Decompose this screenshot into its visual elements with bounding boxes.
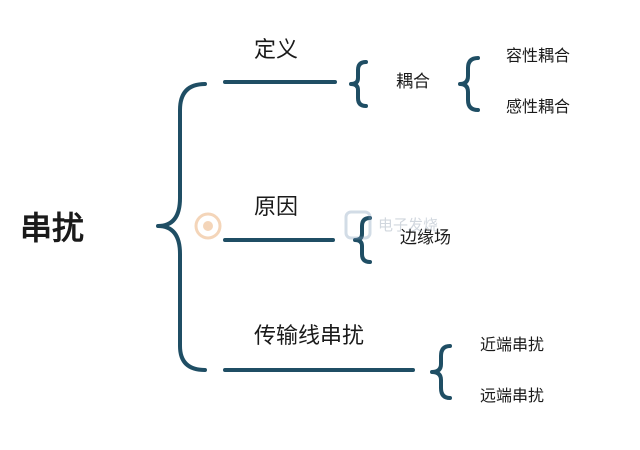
brace-coupling-types (458, 56, 480, 112)
leaf-inductive-coupling: 感性耦合 (506, 97, 571, 116)
brace-coupling (349, 60, 368, 108)
branch-label-cause: 原因 (254, 195, 299, 220)
leaf-near-end-crosstalk: 近端串扰 (480, 335, 545, 354)
root-brace (156, 82, 207, 372)
branch-label-transmission-line-crosstalk: 传输线串扰 (254, 324, 365, 349)
brace-edge-field (353, 216, 372, 264)
node-edge-field: 边缘场 (400, 228, 451, 248)
watermark-logo-right (344, 210, 372, 240)
brace-crosstalk-types (430, 344, 452, 400)
watermark-text: 电子发烧 (378, 216, 439, 234)
root-label: 串扰 (20, 209, 85, 247)
node-coupling: 耦合 (396, 72, 430, 92)
branch-label-definition: 定义 (254, 38, 299, 63)
leaf-far-end-crosstalk: 远端串扰 (480, 386, 545, 405)
leaf-capacitive-coupling: 容性耦合 (506, 46, 571, 65)
watermark-logo-left (194, 212, 222, 240)
